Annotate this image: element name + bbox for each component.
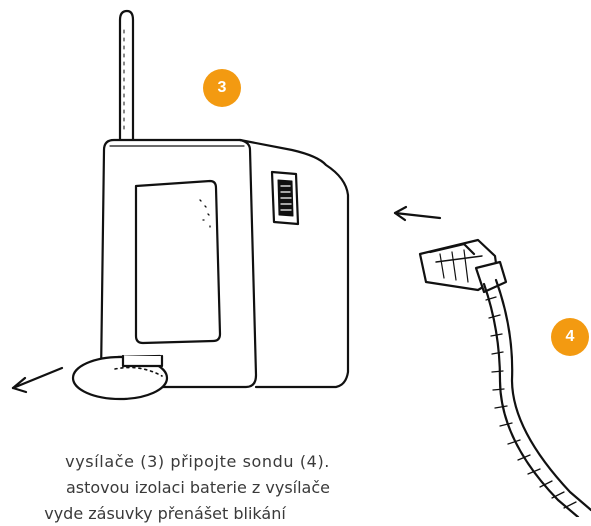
rj-connector-icon	[420, 240, 506, 292]
transmitter-device-icon	[101, 140, 348, 387]
probe-cable	[484, 280, 591, 517]
instruction-line-1: vysílače (3) připojte sondu (4).	[0, 450, 330, 474]
instruction-line-3: vyde zásuvky přenášet blikání	[0, 502, 330, 526]
arrow-down-left-icon	[13, 368, 62, 392]
antenna-icon	[120, 11, 133, 140]
arrow-left-icon	[395, 207, 440, 220]
step-badge-4: 4	[551, 318, 589, 356]
step-badge-3: 3	[203, 69, 241, 107]
instruction-line-2: astovou izolaci baterie z vysílače	[0, 476, 330, 500]
battery-isolation-tab	[73, 356, 167, 399]
